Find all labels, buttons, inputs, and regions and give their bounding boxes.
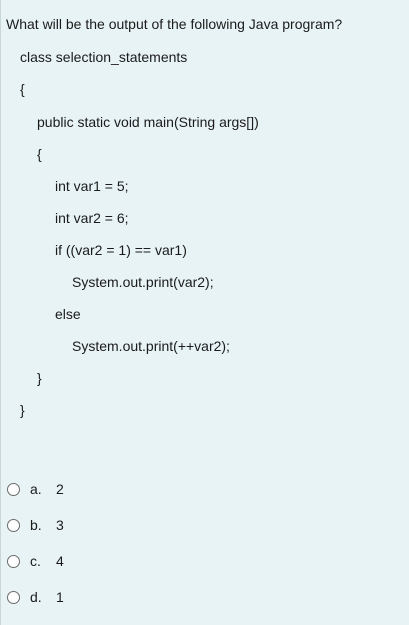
- option-b[interactable]: b. 3: [7, 515, 64, 535]
- option-c[interactable]: c. 4: [7, 551, 64, 571]
- option-a[interactable]: a. 2: [7, 479, 64, 499]
- option-value: 1: [56, 589, 64, 605]
- code-line: public static void main(String args[]): [37, 114, 259, 130]
- option-letter: a.: [30, 481, 42, 497]
- option-value: 2: [56, 481, 64, 497]
- radio-button-icon[interactable]: [7, 590, 20, 604]
- radio-button-icon[interactable]: [7, 518, 20, 532]
- radio-button-icon[interactable]: [7, 554, 20, 568]
- code-line: }: [20, 402, 25, 418]
- option-value: 4: [56, 553, 64, 569]
- code-line: int var1 = 5;: [55, 178, 129, 194]
- code-line: class selection_statements: [20, 49, 188, 65]
- code-line: else: [55, 306, 81, 322]
- code-line: {: [20, 81, 25, 97]
- code-line: {: [37, 146, 42, 162]
- code-line: System.out.print(var2);: [72, 274, 214, 290]
- question-text: What will be the output of the following…: [6, 16, 343, 32]
- option-letter: c.: [30, 553, 41, 569]
- option-letter: b.: [30, 517, 42, 533]
- code-line: System.out.print(++var2);: [72, 338, 230, 354]
- code-line: int var2 = 6;: [55, 210, 129, 226]
- code-line: }: [37, 370, 42, 386]
- option-letter: d.: [30, 589, 42, 605]
- code-line: if ((var2 = 1) == var1): [55, 242, 187, 258]
- radio-button-icon[interactable]: [7, 482, 20, 496]
- option-value: 3: [56, 517, 64, 533]
- option-d[interactable]: d. 1: [7, 587, 64, 607]
